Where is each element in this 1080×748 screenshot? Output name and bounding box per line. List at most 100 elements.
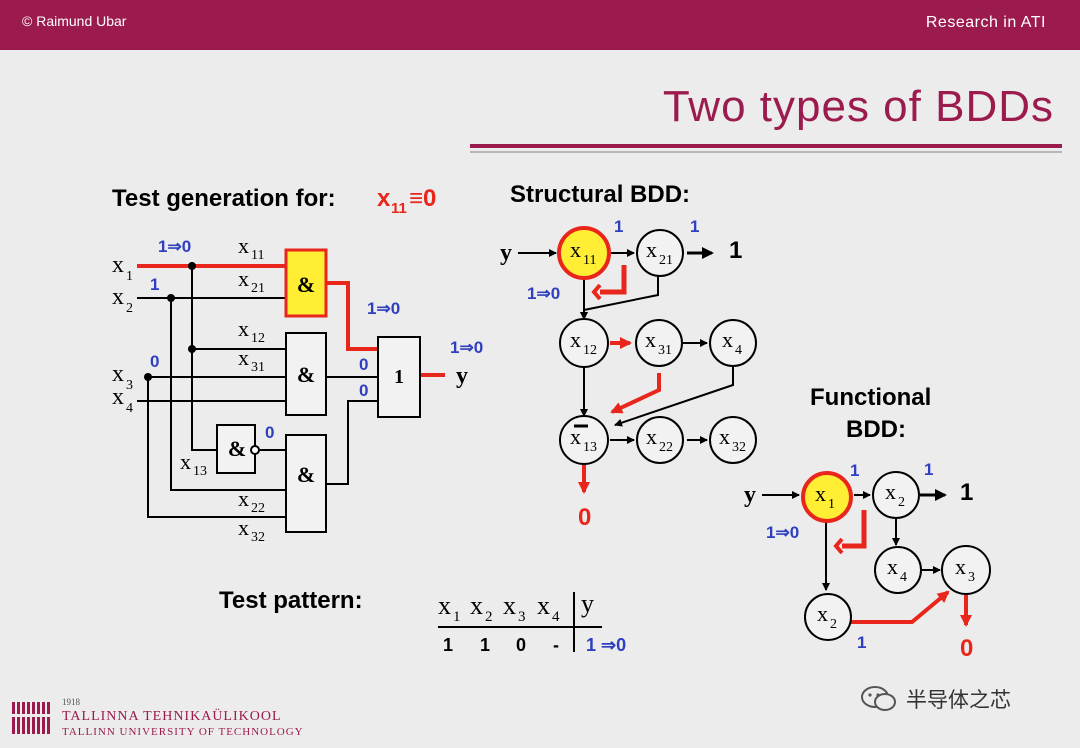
fbdd-label-x2b: 2 bbox=[830, 617, 837, 632]
sbdd-node-x13 bbox=[559, 415, 609, 465]
sbdd-flip-label: 1⇒0 bbox=[527, 284, 560, 303]
input-x2-sub: 2 bbox=[126, 301, 133, 316]
svg-text:x: x bbox=[238, 345, 249, 370]
fbdd-flip-label: 1⇒0 bbox=[766, 523, 799, 542]
fbdd-terminal-0: 0 bbox=[960, 635, 973, 662]
section-label: Research in ATI bbox=[925, 14, 1046, 31]
and-gate-2 bbox=[285, 332, 327, 416]
input-x1-sub: 1 bbox=[126, 269, 133, 284]
fbdd-edge-label-3: 1 bbox=[857, 633, 866, 652]
sbdd-input: y bbox=[500, 240, 512, 266]
nand-gate-label: & bbox=[228, 436, 246, 461]
functional-bdd-title-1: Functional bbox=[810, 384, 931, 411]
pattern-h-x4: x bbox=[537, 591, 550, 620]
fbdd-node-x2b bbox=[804, 593, 852, 641]
input-x4: x bbox=[112, 384, 124, 410]
pattern-h-x2: x bbox=[470, 591, 483, 620]
fault-var: x bbox=[377, 185, 391, 212]
wechat-icon bbox=[861, 686, 896, 711]
and-gate-label-1: & bbox=[297, 272, 315, 297]
fbdd-node-x2a bbox=[872, 471, 920, 519]
sbdd-label-x12: 12 bbox=[583, 343, 597, 358]
fbdd-var-4: x bbox=[955, 554, 966, 579]
fanout-dots bbox=[144, 262, 196, 381]
input-x1: x bbox=[112, 252, 124, 278]
or-gate-label: 1 bbox=[394, 366, 404, 388]
fault-value: ≡0 bbox=[409, 185, 436, 212]
signal-values: 1⇒0 1 0 1⇒0 0 0 0 1⇒0 bbox=[150, 237, 483, 442]
sbdd-node-x21 bbox=[636, 229, 684, 277]
sbdd-node-x31 bbox=[635, 319, 683, 367]
svg-text:x: x bbox=[180, 449, 191, 474]
sbdd-label-x11: 11 bbox=[583, 253, 596, 268]
val-y: 1⇒0 bbox=[450, 338, 483, 357]
sbdd-label-x22: 22 bbox=[659, 440, 673, 455]
sbdd-var-8: x bbox=[719, 424, 730, 449]
and-gate-faulty bbox=[284, 248, 328, 318]
and-gate-label-3: & bbox=[297, 462, 315, 487]
structural-bdd-title: Structural BDD: bbox=[510, 181, 690, 208]
logo-year: 1918 bbox=[62, 697, 80, 707]
pattern-h-x3-sub: 3 bbox=[518, 609, 526, 625]
sbdd-node-x4 bbox=[709, 319, 757, 367]
pattern-v-x1: 1 bbox=[443, 635, 453, 655]
watermark: 半导体之芯 bbox=[860, 684, 1011, 714]
svg-text:x: x bbox=[238, 266, 249, 291]
pattern-v-x2: 1 bbox=[480, 635, 490, 655]
fault-sub: 11 bbox=[391, 200, 407, 217]
sbdd-label-x31: 31 bbox=[658, 343, 672, 358]
input-x4-sub: 4 bbox=[126, 401, 133, 416]
branch-x13: 13 bbox=[193, 464, 207, 479]
title-rule-shadow bbox=[470, 151, 1062, 153]
sbdd-terminal-0: 0 bbox=[578, 504, 591, 531]
sbdd-var-1: x bbox=[570, 237, 581, 262]
branch-x22: 22 bbox=[251, 501, 265, 516]
sbdd-edge-label-1: 1 bbox=[614, 217, 623, 236]
watermark-text: 半导体之芯 bbox=[906, 688, 1011, 712]
circuit-heading: Test generation for: bbox=[112, 185, 336, 212]
and-gate-label-2: & bbox=[297, 362, 315, 387]
fbdd-label-x1: 1 bbox=[828, 497, 835, 512]
sbdd-var-3: x bbox=[570, 327, 581, 352]
fbdd-node-x4 bbox=[874, 546, 922, 594]
val-x2: 1 bbox=[150, 275, 159, 294]
pattern-h-x3: x bbox=[503, 591, 516, 620]
fbdd-var-1: x bbox=[815, 481, 826, 506]
branch-x12: 12 bbox=[251, 331, 265, 346]
sbdd-var-4: x bbox=[645, 327, 656, 352]
author-label: © Raimund Ubar bbox=[22, 13, 127, 29]
pattern-h-x1: x bbox=[438, 591, 451, 620]
title-rule bbox=[470, 144, 1062, 148]
fbdd-node-x1 bbox=[801, 471, 853, 523]
fbdd-edge-label-1: 1 bbox=[850, 461, 859, 480]
sensitized-path bbox=[137, 264, 445, 377]
pattern-h-x1-sub: 1 bbox=[453, 609, 461, 625]
fbdd-edge-label-2: 1 bbox=[924, 460, 933, 479]
pattern-values: 1 1 0 - 1 ⇒0 bbox=[443, 635, 626, 655]
val-x3: 0 bbox=[150, 352, 159, 371]
val-and1-out: 1⇒0 bbox=[367, 299, 400, 318]
pattern-v-x4: - bbox=[553, 635, 559, 655]
university-name-en: TALLINN UNIVERSITY OF TECHNOLOGY bbox=[62, 726, 304, 738]
sbdd-node-x11 bbox=[557, 226, 611, 280]
pattern-v-y: 1 ⇒0 bbox=[586, 635, 626, 655]
svg-text:x: x bbox=[238, 515, 249, 540]
val-nand-out: 0 bbox=[265, 423, 274, 442]
sbdd-label-x32: 32 bbox=[732, 440, 746, 455]
or-gate bbox=[377, 336, 421, 418]
branch-x32: 32 bbox=[251, 530, 265, 545]
sbdd-node-x22 bbox=[636, 416, 684, 464]
sbdd-label-x4: 4 bbox=[735, 343, 742, 358]
fbdd-input: y bbox=[744, 482, 756, 508]
sbdd-node-x32 bbox=[709, 416, 757, 464]
structural-bdd: Structural BDD: y x bbox=[500, 181, 757, 531]
pattern-h-x4-sub: 4 bbox=[552, 609, 560, 625]
branch-x31: 31 bbox=[251, 360, 265, 375]
val-or-in2: 0 bbox=[359, 355, 368, 374]
svg-text:x: x bbox=[238, 233, 249, 258]
fbdd-terminal-1: 1 bbox=[960, 479, 973, 506]
fbdd-var-3: x bbox=[887, 554, 898, 579]
